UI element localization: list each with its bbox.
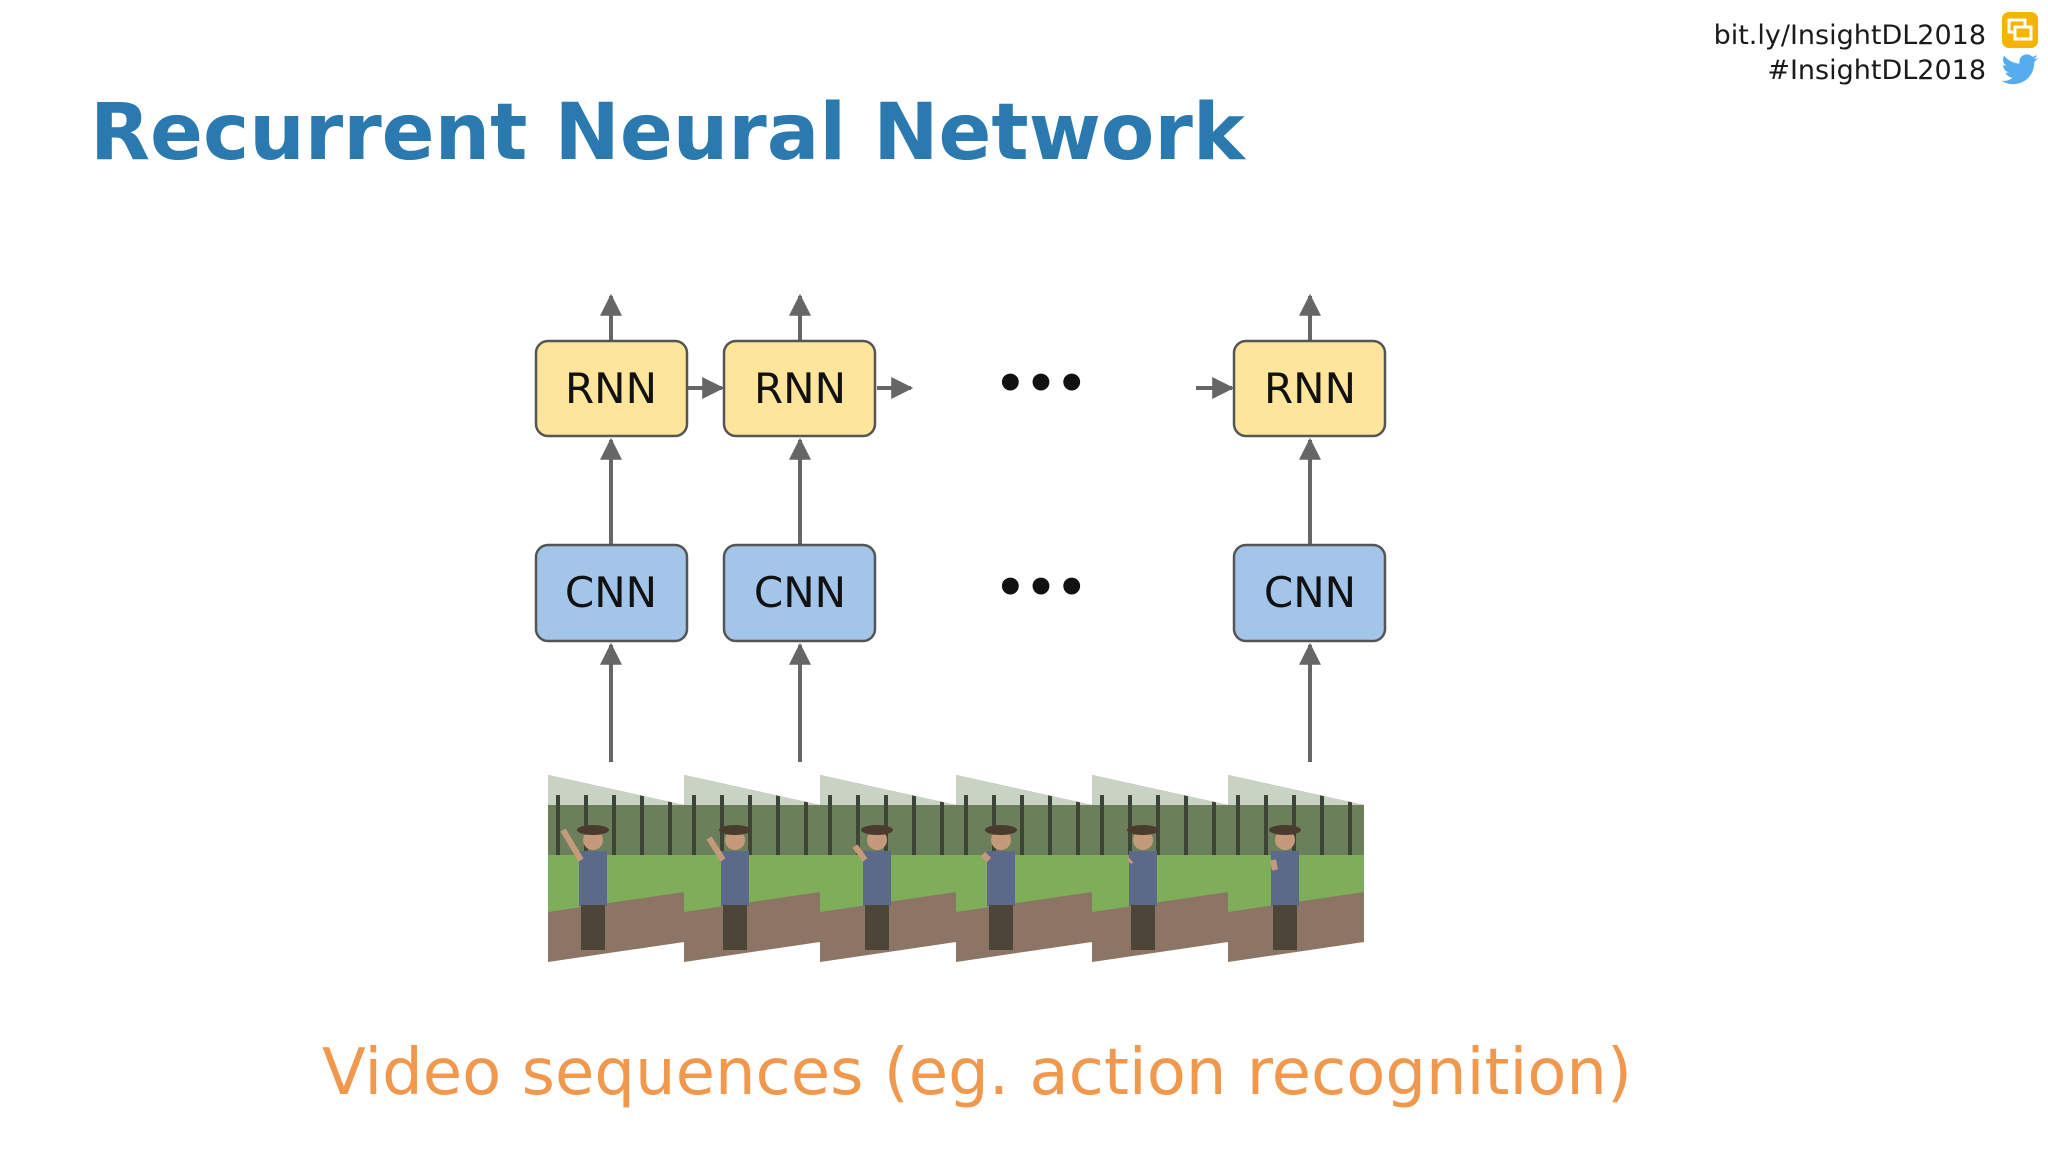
slide-title: Recurrent Neural Network xyxy=(90,88,1245,178)
corner-icons xyxy=(2000,10,2044,88)
video-frame xyxy=(820,775,956,962)
cnn-row: CNN CNN CNN ••• xyxy=(534,543,1387,643)
cnn-to-rnn-arrows xyxy=(600,437,1321,544)
frame-to-cnn-arrows xyxy=(600,642,1321,762)
video-frame xyxy=(1228,775,1364,962)
cnn-label: CNN xyxy=(1264,568,1356,617)
cnn-label: CNN xyxy=(565,568,657,617)
ellipsis: ••• xyxy=(995,356,1087,412)
cnn-box xyxy=(1232,543,1387,643)
twitter-icon xyxy=(2001,54,2038,85)
slide-caption: Video sequences (eg. action recognition) xyxy=(322,1036,1632,1110)
header-links: bit.ly/InsightDL2018 #InsightDL2018 xyxy=(1714,18,1986,88)
cnn-label: CNN xyxy=(754,568,846,617)
rnn-label: RNN xyxy=(754,364,846,413)
video-frame xyxy=(548,775,684,962)
hashtag-text: #InsightDL2018 xyxy=(1767,55,1986,86)
rnn-box xyxy=(722,339,877,438)
video-frame xyxy=(1092,775,1228,962)
cnn-box xyxy=(534,543,689,643)
video-frames xyxy=(548,775,1364,962)
rnn-box xyxy=(1232,339,1387,438)
video-frame xyxy=(684,775,820,962)
cnn-box xyxy=(722,543,877,643)
video-frame xyxy=(956,775,1092,962)
rnn-label: RNN xyxy=(1264,364,1356,413)
output-arrows xyxy=(600,293,1321,340)
slides-icon xyxy=(2002,12,2038,48)
rnn-label: RNN xyxy=(565,364,657,413)
link-text[interactable]: bit.ly/InsightDL2018 xyxy=(1713,20,1986,51)
rnn-box xyxy=(534,339,689,438)
rnn-row: RNN RNN RNN ••• xyxy=(534,339,1387,438)
ellipsis: ••• xyxy=(995,560,1087,616)
